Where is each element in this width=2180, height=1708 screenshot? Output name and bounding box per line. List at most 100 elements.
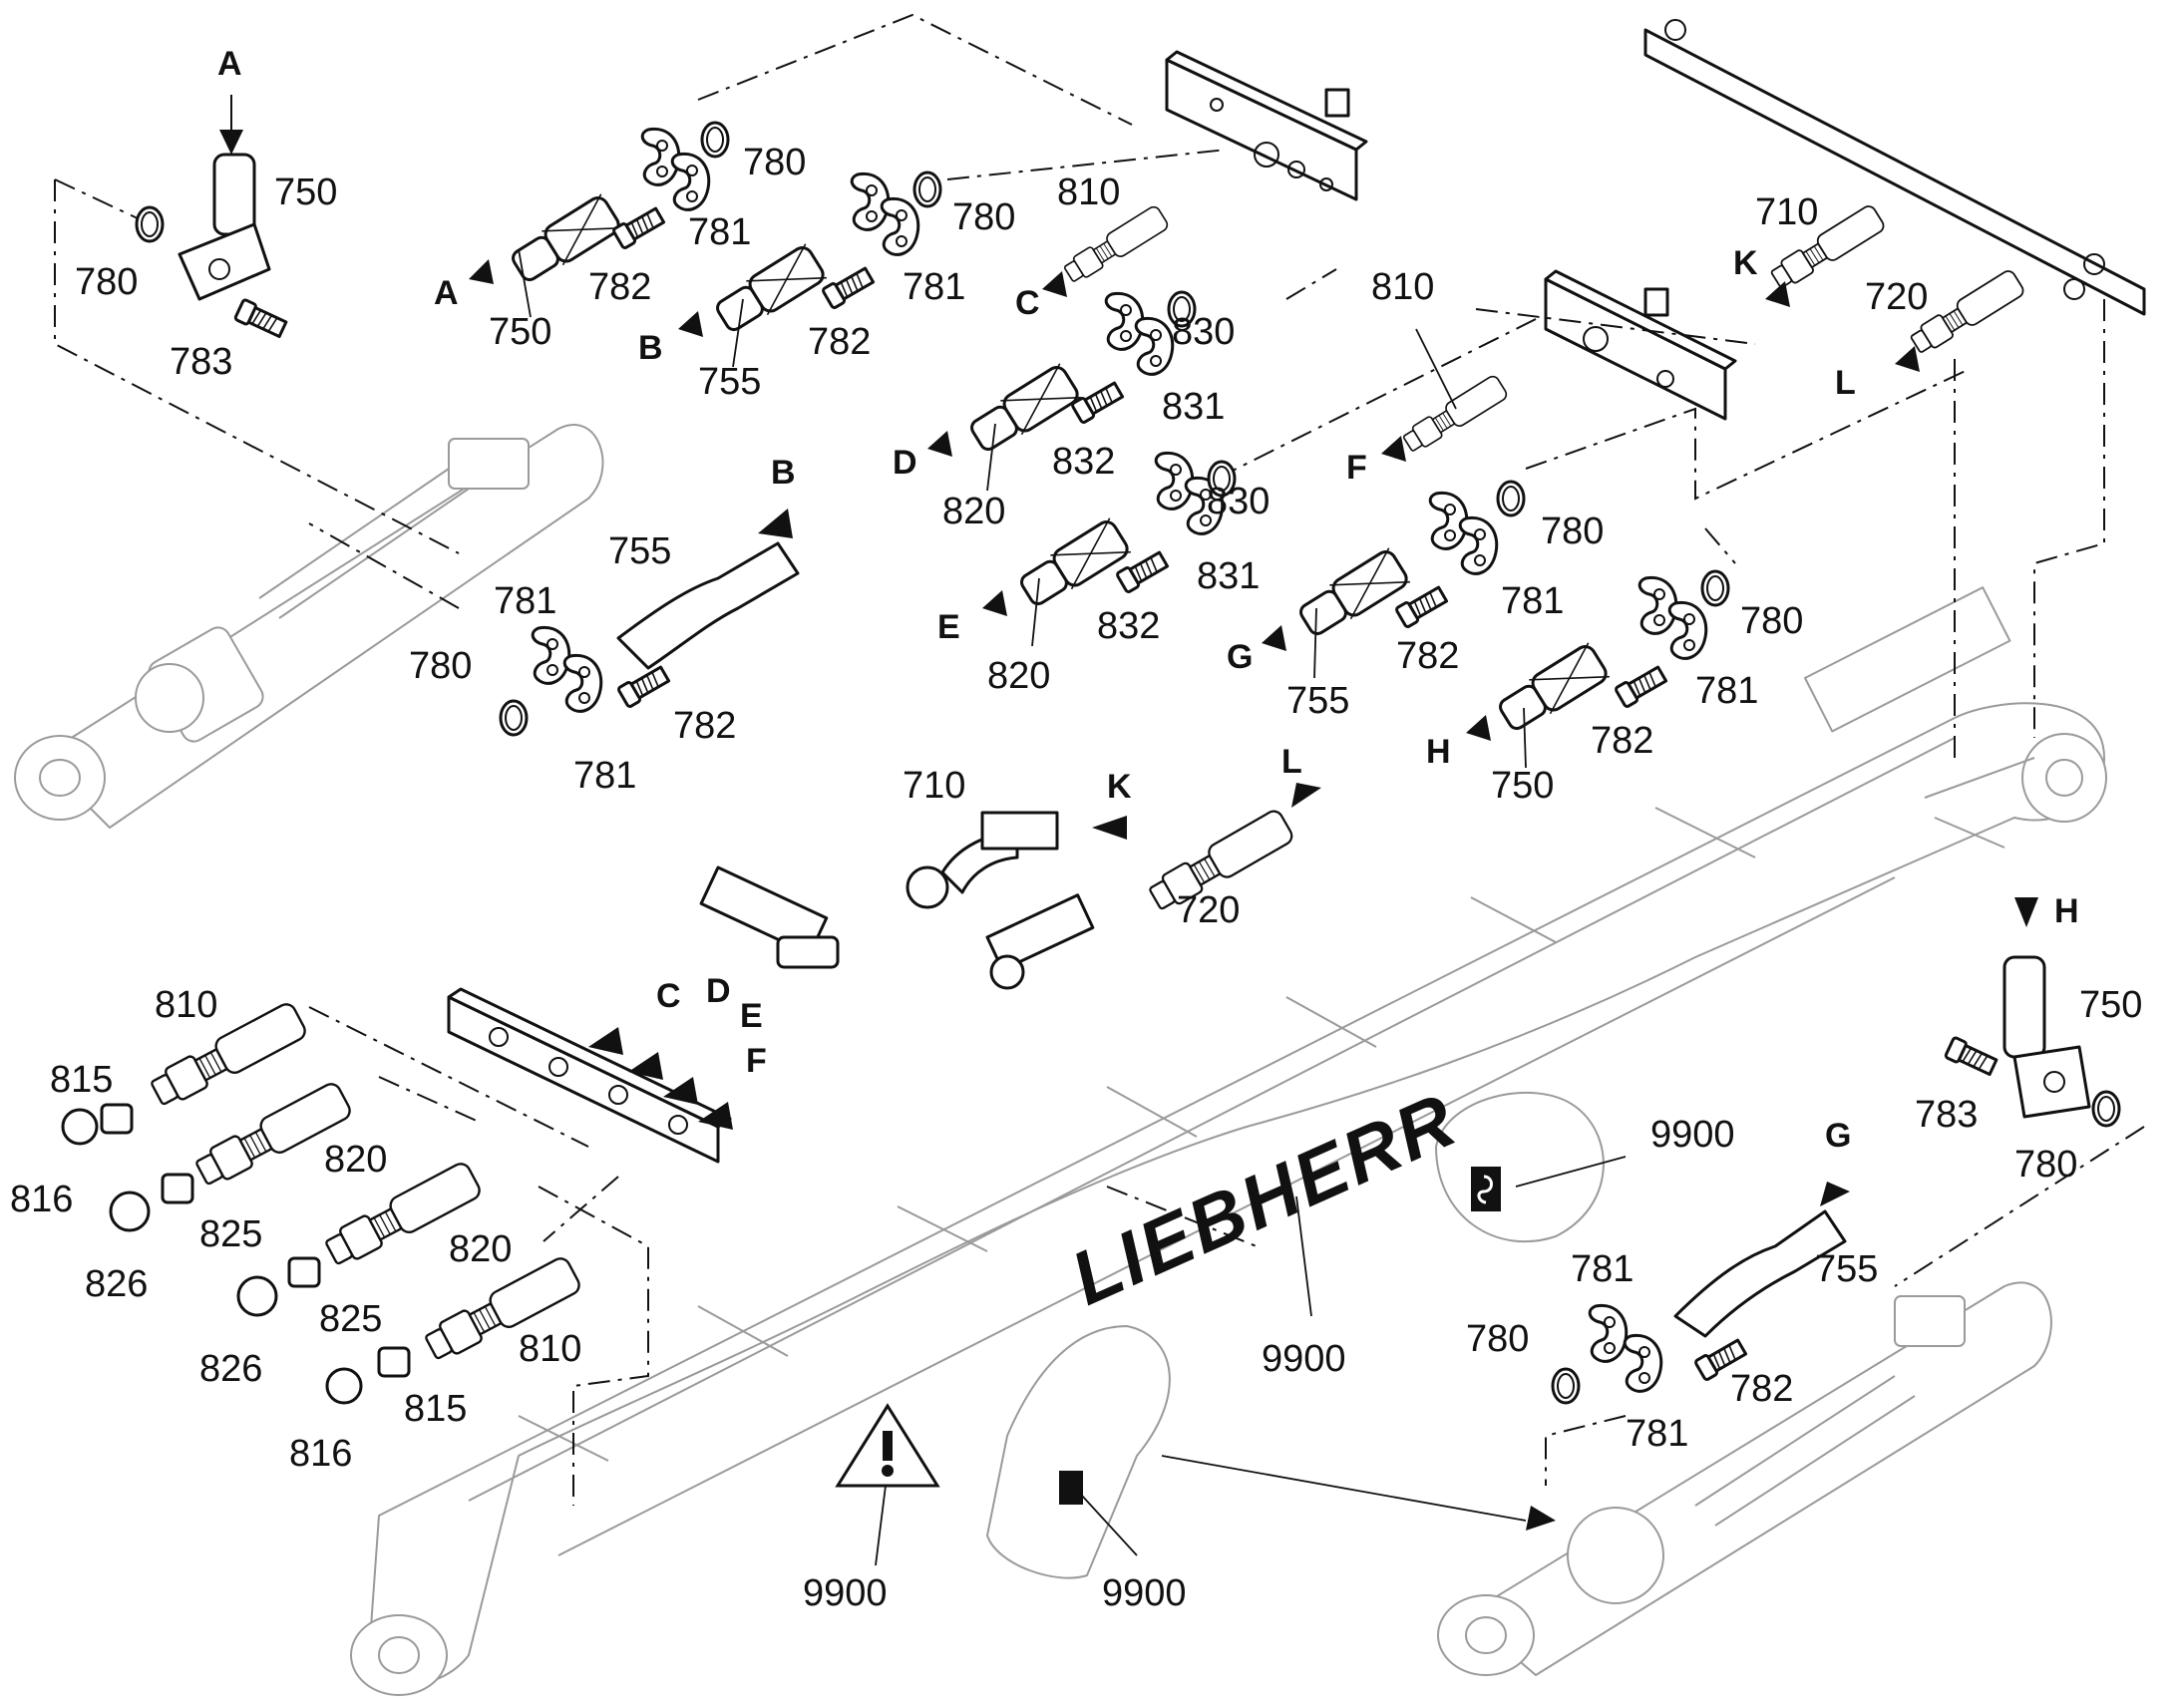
ring-780-bottom-right (2091, 1090, 2121, 1128)
oring-780-h (1700, 569, 1730, 607)
flange-781-b-left (531, 625, 571, 685)
callout-781: 781 (1501, 580, 1564, 622)
letter-F: F (746, 1042, 767, 1080)
flange-781-b-left2 (562, 653, 603, 713)
boom-brackets (518, 586, 2011, 1462)
letter-G: G (1227, 638, 1253, 676)
flange-781-b2 (880, 196, 920, 256)
letter-H: H (1426, 733, 1451, 771)
adapter-825-lower (236, 1256, 321, 1317)
ring-780-top-left (135, 205, 165, 243)
manifold-block-top (1165, 50, 1368, 201)
elbow-fitting-750-top (178, 153, 271, 301)
callout-820: 820 (987, 655, 1050, 697)
flow-arrows (219, 95, 2038, 1531)
oring-780-g (1496, 480, 1526, 517)
callout-782: 782 (808, 321, 871, 363)
flange-781-g-bottom (1588, 1303, 1629, 1363)
hydraulic-cylinder-left (14, 424, 604, 829)
callout-750: 750 (2079, 984, 2142, 1026)
callout-755: 755 (1815, 1248, 1878, 1290)
flange-781-g2 (1458, 515, 1499, 575)
bolt-782-g (1394, 582, 1450, 630)
callout-750: 750 (274, 171, 337, 213)
callout-830: 830 (1207, 481, 1270, 522)
letter-F: F (1346, 449, 1367, 487)
valve-assembly-center (699, 865, 1095, 990)
bolt-783-bottom (1943, 1035, 1999, 1079)
fitting-810-c (1060, 203, 1171, 287)
callout-832: 832 (1097, 605, 1160, 647)
letter-E: E (937, 608, 960, 646)
callout-755: 755 (1286, 680, 1349, 722)
flange-781-h2 (1667, 600, 1708, 660)
callout-782: 782 (673, 705, 736, 747)
bolt-782-b (821, 263, 877, 311)
callout-780: 780 (952, 196, 1015, 238)
callout-781: 781 (688, 211, 751, 253)
callout-782: 782 (1396, 635, 1459, 677)
letter-L: L (1835, 364, 1856, 402)
flange-781-g-bottom2 (1623, 1333, 1663, 1393)
callout-826: 826 (199, 1348, 262, 1390)
callout-781: 781 (494, 580, 556, 622)
callout-825: 825 (319, 1298, 382, 1340)
callout-825: 825 (199, 1213, 262, 1255)
fitting-820-e (1014, 516, 1133, 612)
callout-816: 816 (10, 1179, 73, 1220)
letter-A: A (217, 45, 242, 83)
hook-icon-lower (1059, 1471, 1083, 1505)
callout-783: 783 (1915, 1094, 1978, 1136)
callout-816: 816 (289, 1433, 352, 1475)
callout-782: 782 (1591, 720, 1653, 762)
callout-720: 720 (1865, 276, 1928, 318)
fitting-755-g (1293, 546, 1412, 642)
bolt-782-a (611, 203, 667, 251)
oring-780-b (912, 171, 942, 208)
callout-831: 831 (1197, 555, 1260, 597)
callout-720: 720 (1177, 889, 1240, 931)
letter-D: D (706, 972, 731, 1010)
letter-L: L (1281, 743, 1302, 781)
callout-782: 782 (588, 266, 651, 308)
callout-826: 826 (85, 1263, 148, 1305)
elbow-fitting-750-bottom (2002, 955, 2091, 1119)
letter-E: E (740, 997, 763, 1035)
callout-755: 755 (698, 361, 761, 403)
callout-820: 820 (942, 491, 1005, 532)
hose-755-b (616, 541, 800, 670)
callout-815: 815 (404, 1388, 467, 1430)
callout-750: 750 (1491, 765, 1554, 807)
callout-815: 815 (50, 1059, 113, 1101)
callout-781: 781 (1695, 670, 1758, 712)
adapter-825-upper (109, 1173, 194, 1232)
warning-triangle-icon (835, 1403, 940, 1488)
letter-D: D (893, 444, 917, 482)
bolt-782-h (1614, 662, 1669, 710)
flange-781-a2 (670, 152, 711, 211)
letter-G: G (1825, 1117, 1851, 1155)
hose-710-center (906, 811, 1059, 909)
letter-B: B (771, 454, 796, 492)
callout-710: 710 (903, 765, 965, 807)
oring-780-b-left (499, 699, 529, 737)
callout-783: 783 (170, 341, 232, 383)
part-callouts: 750 780 783 750 782 781 780 755 782 781 … (10, 142, 2142, 1614)
callout-755: 755 (608, 530, 671, 572)
bolt-783-top-left (232, 297, 289, 341)
letter-K: K (1107, 768, 1132, 806)
callout-832: 832 (1052, 441, 1115, 483)
letter-B: B (638, 329, 663, 367)
callout-781: 781 (1626, 1413, 1688, 1455)
manifold-block-middle (1544, 269, 1737, 421)
callout-810: 810 (1057, 171, 1120, 213)
callout-781: 781 (1571, 1248, 1634, 1290)
connection-letters: A A B B C D E F G H K L K L C D E F H G (217, 45, 2079, 1155)
callout-710: 710 (1755, 191, 1818, 233)
callout-780: 780 (743, 142, 806, 183)
letter-A: A (434, 274, 459, 312)
letter-H: H (2054, 892, 2079, 930)
bolt-832-d (1070, 378, 1126, 426)
adapter-815-upper (61, 1103, 134, 1146)
